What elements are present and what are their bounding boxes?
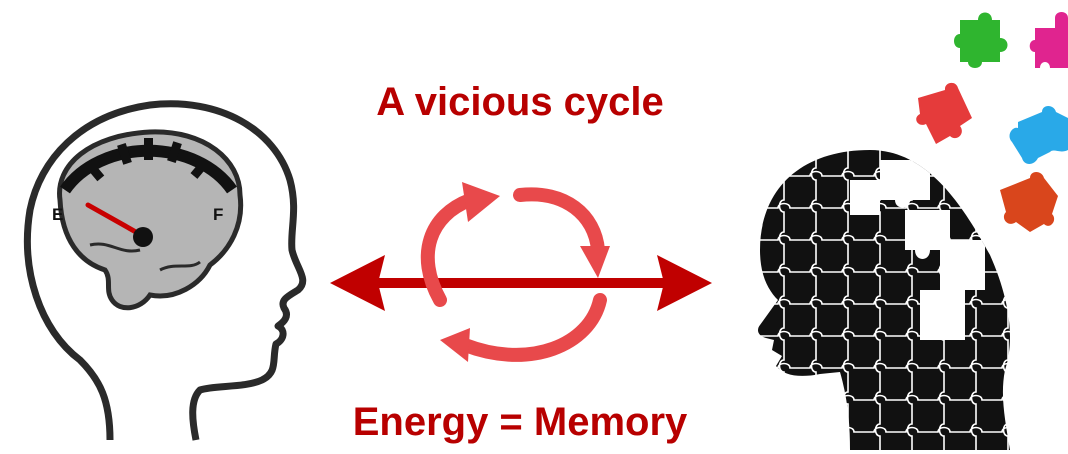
puzzle-piece-red [916,82,972,144]
puzzle-piece-magenta [1029,12,1068,68]
gauge-full-label: F [213,205,223,224]
cycle-arrows [420,182,610,362]
puzzle-piece-green [954,12,1008,68]
fuel-gauge: E F [52,138,237,247]
puzzle-head [758,150,1010,450]
diagram-caption: Energy = Memory [352,400,688,444]
puzzle-piece-orange [1000,172,1058,232]
gauge-empty-label: E [52,205,63,224]
gauge-needle [85,202,146,239]
arrow-head-right [657,255,712,311]
diagram-title: A vicious cycle [376,80,664,124]
arrow-head-left [330,255,385,311]
gauge-pivot [133,227,153,247]
puzzle-piece-blue [1009,106,1068,164]
double-headed-arrow [330,255,712,311]
